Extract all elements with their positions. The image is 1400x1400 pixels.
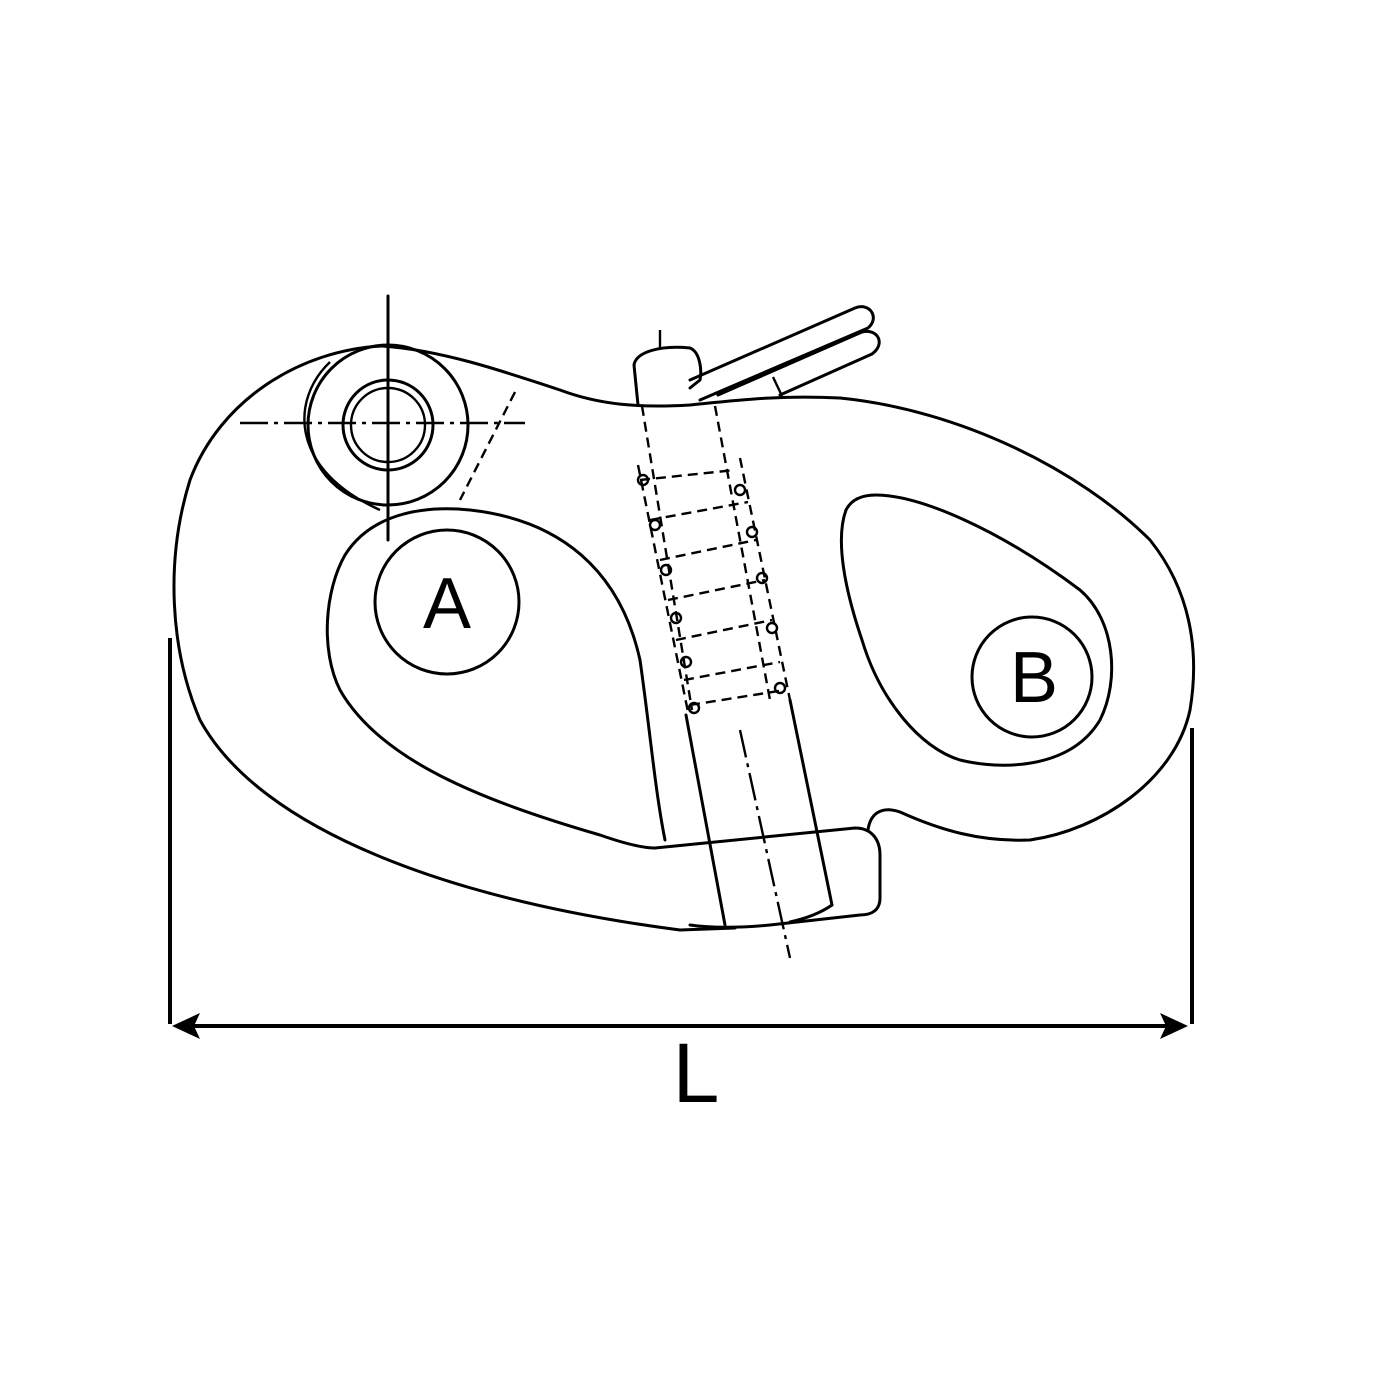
bore-b: B [839, 493, 1114, 767]
bore-b-circle [970, 615, 1094, 739]
spring-coils [636, 468, 787, 715]
release-lanyard [688, 305, 875, 402]
swivel-hidden-edge [458, 391, 517, 501]
bore-a: A [373, 528, 521, 676]
bore-b-teardrop [839, 493, 1114, 767]
release-lanyard-second [716, 329, 881, 397]
swivel-eye [240, 294, 525, 542]
shackle-body [172, 344, 1196, 932]
plunger-rod [684, 698, 834, 927]
dimension-label-l: L [673, 1026, 720, 1120]
body-outer-contour [172, 344, 737, 932]
dimension-l: L [168, 638, 1194, 1120]
swivel-outer-arc [303, 361, 381, 512]
plunger-assembly [632, 305, 882, 959]
latch-block [653, 826, 882, 929]
spring-outer-left [636, 464, 690, 713]
arrowhead-right-icon [1160, 1013, 1188, 1039]
jaw-bottom-edge [325, 507, 667, 850]
trigger-cap [632, 345, 703, 407]
spring-outer-right [738, 457, 792, 701]
body-top-edge [380, 344, 1196, 842]
spring-housing-left [640, 405, 694, 711]
bore-a-label: A [423, 564, 471, 644]
bore-a-circle [373, 528, 521, 676]
spring-housing-right [713, 405, 772, 701]
bore-b-label: B [1010, 638, 1058, 718]
arrowhead-left-icon [172, 1013, 200, 1039]
lanyard-joint [771, 376, 784, 397]
latch-inner-edge [788, 903, 834, 924]
plunger-centerline [738, 729, 792, 959]
